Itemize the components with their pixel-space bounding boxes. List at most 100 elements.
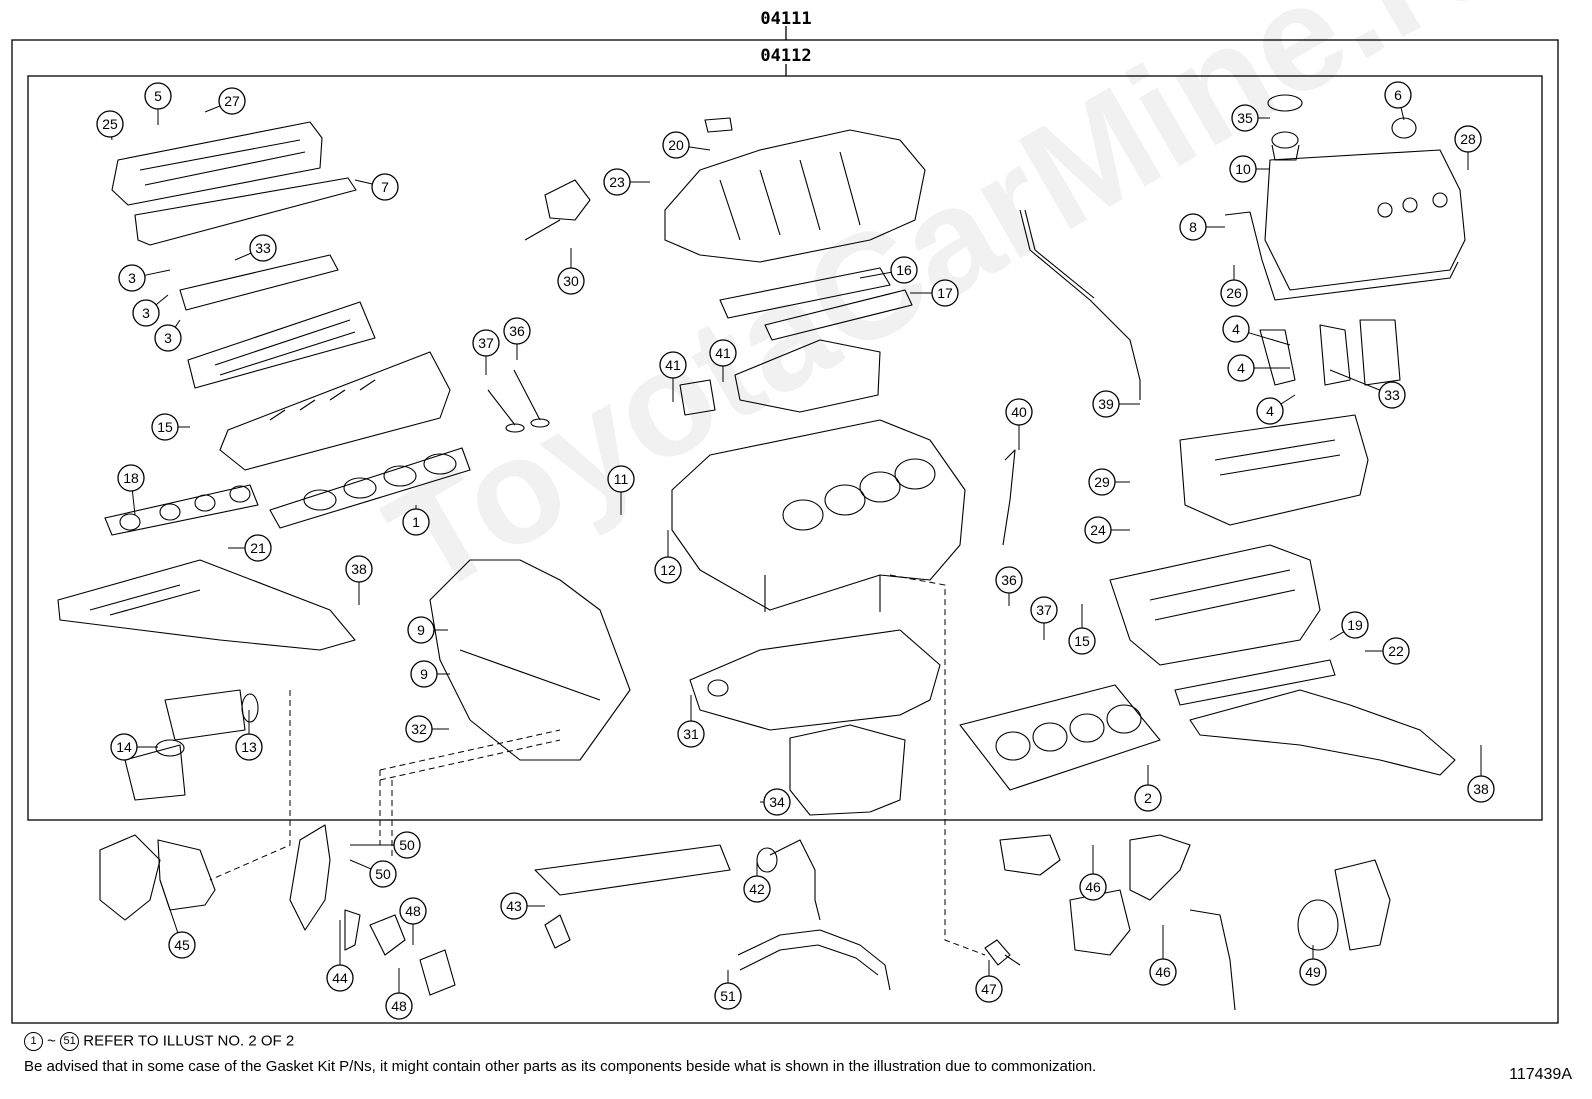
callout-leader <box>234 252 252 261</box>
callout-number: 9 <box>420 666 428 682</box>
callout-48: 48 <box>385 968 413 1020</box>
callout-43: 43 <box>500 892 545 920</box>
callout-circle <box>385 992 413 1020</box>
callout-20: 20 <box>662 131 711 159</box>
callout-22: 22 <box>1365 637 1410 665</box>
callout-number: 35 <box>1237 110 1253 126</box>
callout-leader <box>859 271 892 279</box>
callout-circle <box>405 715 433 743</box>
callout-number: 32 <box>411 721 427 737</box>
callout-number: 30 <box>563 273 579 289</box>
callout-number: 11 <box>614 471 629 487</box>
callout-number: 36 <box>1001 572 1017 588</box>
ref-tilde: ~ <box>47 1032 56 1050</box>
footer-note: Be advised that in some case of the Gask… <box>24 1058 1097 1075</box>
callout-number: 29 <box>1094 474 1110 490</box>
callout-number: 20 <box>668 137 684 153</box>
callout-number: 34 <box>769 794 785 810</box>
callout-circle <box>500 892 528 920</box>
callout-40: 40 <box>1005 398 1033 450</box>
callout-circle <box>151 413 179 441</box>
callout-circle <box>1092 390 1120 418</box>
callout-circle <box>369 860 397 888</box>
callout-3: 3 <box>154 319 182 352</box>
callout-41: 41 <box>709 339 737 382</box>
callout-leader <box>131 490 136 516</box>
callout-number: 3 <box>128 270 136 286</box>
callout-circle <box>890 256 918 284</box>
callout-circle <box>410 660 438 688</box>
callout-circle <box>603 168 631 196</box>
callout-9: 9 <box>407 616 448 644</box>
reference-lines <box>209 574 986 956</box>
callout-circle <box>654 556 682 584</box>
callout-number: 45 <box>174 937 190 953</box>
callout-number: 38 <box>351 561 367 577</box>
callout-leader <box>349 859 372 870</box>
ref-end-number: 51 <box>60 1032 80 1051</box>
callout-circle <box>1299 958 1327 986</box>
callout-number: 14 <box>116 739 132 755</box>
callout-circle <box>399 897 427 925</box>
callout-number: 23 <box>609 174 625 190</box>
callout-number: 10 <box>1235 161 1251 177</box>
callout-28: 28 <box>1454 125 1482 170</box>
callout-18: 18 <box>117 464 145 516</box>
callout-number: 4 <box>1237 360 1245 376</box>
ref-start-number: 1 <box>24 1032 43 1051</box>
callout-49: 49 <box>1299 945 1327 986</box>
callout-circle <box>249 234 277 262</box>
callout-circle <box>1229 155 1257 183</box>
callout-number: 5 <box>154 88 162 104</box>
callout-circle <box>709 339 737 367</box>
callout-number: 44 <box>332 970 348 986</box>
ref-text: REFER TO ILLUST NO. 2 OF 2 <box>83 1032 295 1050</box>
callout-circle <box>407 616 435 644</box>
callout-circle <box>1384 81 1412 109</box>
callout-circle <box>1341 611 1369 639</box>
callout-circle <box>1256 397 1284 425</box>
callout-leader <box>688 146 711 151</box>
callout-leader <box>204 105 221 113</box>
callout-number: 12 <box>660 562 676 578</box>
callout-circle <box>118 264 146 292</box>
callout-38: 38 <box>1467 745 1495 803</box>
callout-number: 1 <box>412 514 420 530</box>
callout-number: 48 <box>391 998 407 1014</box>
callout-circle <box>659 351 687 379</box>
callout-circle <box>96 110 124 138</box>
callout-13: 13 <box>235 710 263 761</box>
callout-6: 6 <box>1384 81 1412 121</box>
callout-number: 46 <box>1085 879 1101 895</box>
callout-27: 27 <box>204 87 246 115</box>
callout-number: 26 <box>1226 285 1242 301</box>
callout-number: 39 <box>1098 396 1114 412</box>
callout-number: 40 <box>1011 404 1027 420</box>
callout-number: 49 <box>1305 964 1321 980</box>
callout-41: 41 <box>659 351 687 402</box>
callout-circle <box>1005 398 1033 426</box>
callout-number: 38 <box>1473 781 1489 797</box>
callout-circle <box>714 982 742 1010</box>
callout-32: 32 <box>405 715 449 743</box>
callout-number: 48 <box>405 903 421 919</box>
callout-number: 2 <box>1144 790 1152 806</box>
callout-number: 19 <box>1347 617 1363 633</box>
callout-number: 41 <box>715 345 731 361</box>
callout-number: 3 <box>142 305 150 321</box>
callout-3: 3 <box>118 264 171 292</box>
callout-number: 37 <box>478 335 494 351</box>
callout-circle <box>1227 354 1255 382</box>
callout-number: 4 <box>1232 321 1240 337</box>
outer-kit-frame <box>11 39 1559 1024</box>
callout-circle <box>1088 468 1116 496</box>
callout-circle <box>218 87 246 115</box>
callout-number: 37 <box>1036 602 1052 618</box>
callout-leader <box>144 269 171 276</box>
callout-circle <box>110 733 138 761</box>
callout-17: 17 <box>910 279 959 307</box>
callout-37: 37 <box>1030 596 1058 640</box>
callout-30: 30 <box>557 248 585 295</box>
callout-circle <box>1382 637 1410 665</box>
callout-leader <box>155 294 169 306</box>
